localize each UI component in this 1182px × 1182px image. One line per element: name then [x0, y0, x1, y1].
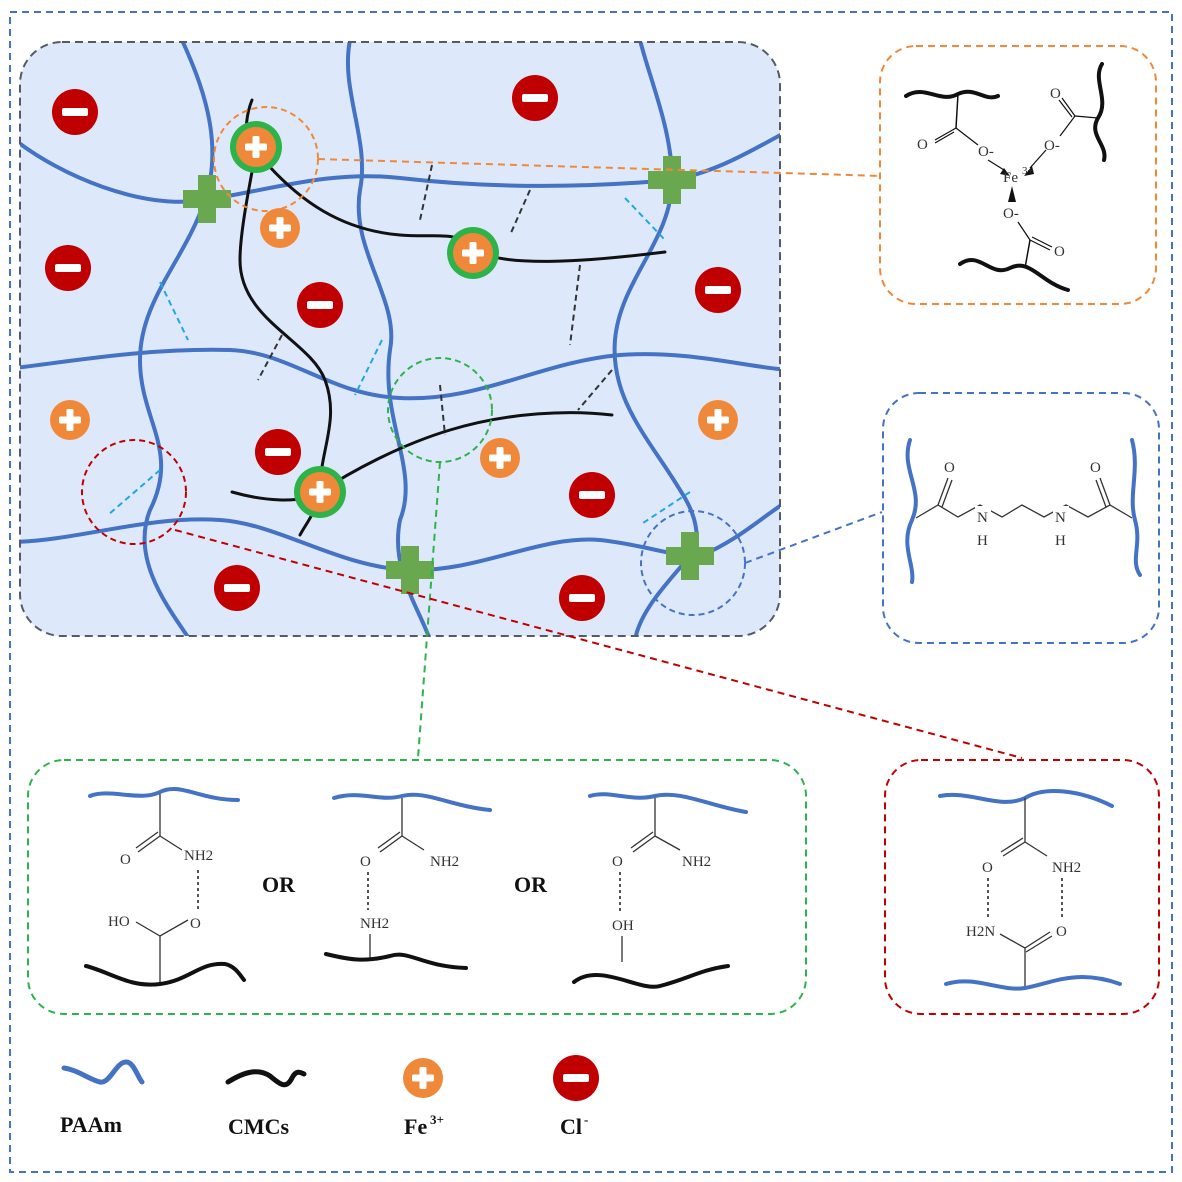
opt1-nh2: NH2: [184, 848, 213, 864]
hbond-option-2: O NH2 NH2: [324, 792, 492, 970]
opt3-oh: OH: [612, 918, 634, 934]
amide-o-bottom: O: [1056, 924, 1067, 940]
legend-cmc-label: CMCs: [228, 1114, 290, 1139]
coord-o1-minus: O-: [978, 144, 994, 160]
hbond-dashes-black: [257, 164, 613, 436]
opt1-ho: HO: [108, 914, 130, 930]
coord-o3-minus: O-: [1003, 206, 1019, 222]
inset-mba: O O N H N H: [882, 392, 1160, 644]
mba-h-left: H: [977, 533, 988, 549]
coord-o2: O: [1050, 86, 1061, 102]
outer-border: [9, 11, 1173, 1173]
inset-hbond-options: O NH2 O HO OR O NH2 NH2 OR: [27, 759, 807, 1015]
legend-cmc: CMCs: [225, 1069, 307, 1139]
legend-fe-label: Fe: [404, 1114, 427, 1139]
opt1-o-bottom: O: [190, 916, 201, 932]
inset-coordination: O O- O O- Fe 3+ O- O: [879, 45, 1157, 305]
legend-cl-label: Cl: [560, 1114, 582, 1139]
legend-fe-icon: [403, 1058, 443, 1098]
legend-paam-label: PAAm: [60, 1112, 122, 1137]
inset-amide-pair: O NH2 H2N O: [884, 759, 1160, 1015]
mba-n-right: N: [1055, 510, 1066, 526]
coord-o3: O: [1054, 244, 1065, 260]
opt3-o-top: O: [612, 854, 623, 870]
mba-n-left: N: [977, 510, 988, 526]
mba-h-right: H: [1055, 533, 1066, 549]
opt1-o-top: O: [120, 852, 131, 868]
amide-o-top: O: [982, 860, 993, 876]
coord-fe: Fe: [1003, 170, 1018, 186]
or-label-1: OR: [262, 872, 296, 897]
highlight-circle-amide-pair: [81, 439, 187, 545]
hbond-option-3: O NH2 OH: [572, 792, 748, 989]
opt2-nh2: NH2: [430, 854, 459, 870]
legend: PAAm CMCs Fe 3+ Cl -: [60, 1055, 599, 1139]
legend-cl-icon: [553, 1055, 599, 1101]
coord-o2-minus: O-: [1044, 138, 1060, 154]
mba-o-right: O: [1090, 460, 1101, 476]
legend-fe-sup: 3+: [430, 1112, 444, 1127]
mba-o-left: O: [944, 460, 955, 476]
opt3-nh2: NH2: [682, 854, 711, 870]
amide-h2n-bottom: H2N: [966, 924, 995, 940]
hbond-option-1: O NH2 O HO: [84, 786, 246, 987]
legend-cl: Cl -: [553, 1055, 599, 1139]
gel-network-panel: [19, 41, 781, 637]
amide-nh2-top: NH2: [1052, 860, 1081, 876]
legend-cl-sup: -: [584, 1112, 588, 1127]
opt2-o-top: O: [360, 854, 371, 870]
opt2-nh2-bottom: NH2: [360, 916, 389, 932]
or-label-2: OR: [514, 872, 548, 897]
connector-lines: [174, 158, 1023, 759]
legend-fe: Fe 3+: [403, 1058, 444, 1139]
coord-fe-charge: 3+: [1022, 165, 1034, 177]
coord-o1: O: [917, 137, 928, 153]
legend-paam: PAAm: [60, 1059, 145, 1137]
hbond-dashes-cyan: [107, 197, 691, 526]
